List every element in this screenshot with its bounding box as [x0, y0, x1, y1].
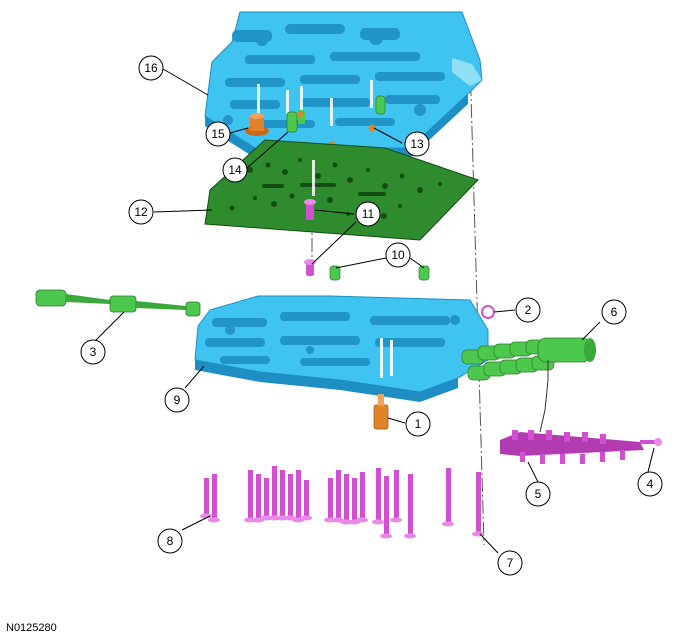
callout-10: 10	[385, 242, 411, 268]
callout-4: 4	[637, 471, 663, 497]
bracket-bolt	[640, 438, 662, 446]
callout-1-label: 1	[415, 417, 422, 431]
callout-8-label: 8	[167, 534, 174, 548]
callout-6-label: 6	[611, 305, 618, 319]
solenoid-bracket	[500, 430, 644, 464]
electrical-connector	[537, 337, 596, 363]
callout-7-label: 7	[507, 556, 514, 570]
callout-3: 3	[80, 339, 106, 365]
callout-2-label: 2	[525, 303, 532, 317]
callout-16: 16	[138, 55, 164, 81]
callout-7: 7	[497, 550, 523, 576]
callout-2: 2	[515, 297, 541, 323]
callout-11-label: 11	[362, 207, 375, 221]
leader-lines	[95, 68, 655, 554]
callout-14: 14	[222, 157, 248, 183]
green-filters	[329, 265, 430, 281]
callout-16-label: 16	[144, 61, 158, 75]
callout-1: 1	[405, 411, 431, 437]
callout-8: 8	[157, 528, 183, 554]
callout-10-label: 10	[391, 248, 405, 262]
snap-ring	[481, 305, 495, 319]
callout-6: 6	[601, 299, 627, 325]
callout-5-label: 5	[535, 487, 542, 501]
figure-reference-code: N0125280	[6, 622, 57, 634]
callout-9-label: 9	[174, 393, 181, 407]
callout-15-label: 15	[211, 127, 225, 141]
callout-12: 12	[128, 199, 154, 225]
manual-valve	[35, 289, 201, 317]
callout-13-label: 13	[410, 137, 424, 151]
callout-13: 13	[404, 131, 430, 157]
orange-solenoid	[373, 394, 389, 430]
callout-12-label: 12	[134, 205, 148, 219]
callout-9: 9	[164, 387, 190, 413]
callout-5: 5	[525, 481, 551, 507]
separator-plate	[204, 139, 479, 241]
callout-3-label: 3	[90, 345, 97, 359]
lower-valve-body	[194, 295, 489, 402]
callout-15: 15	[205, 121, 231, 147]
callout-11: 11	[355, 201, 381, 227]
callout-14-label: 14	[228, 163, 242, 177]
upper-valve-body	[204, 11, 483, 158]
valve-body-bolts	[200, 466, 484, 539]
callout-4-label: 4	[647, 477, 654, 491]
bolt-group-a	[204, 466, 481, 536]
